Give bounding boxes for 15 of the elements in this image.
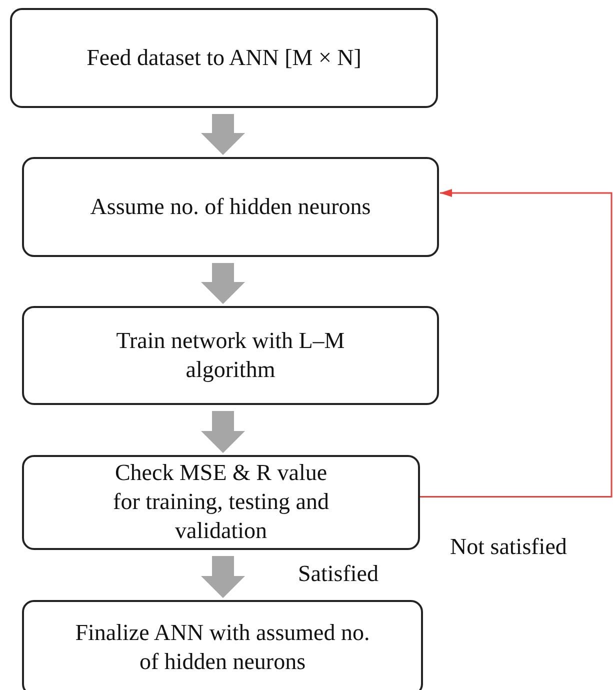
block-arrow [201, 411, 245, 453]
process-box [22, 306, 439, 405]
feedback-arrow [420, 189, 612, 498]
box-text: Assume no. of hidden neurons [90, 192, 371, 221]
box-text: Finalize ANN with assumed no. of hidden neurons [74, 619, 371, 676]
block-arrow [201, 556, 245, 598]
process-box [22, 455, 420, 550]
process-box [22, 600, 423, 690]
block-arrow [201, 114, 245, 155]
block-arrow [201, 263, 245, 304]
process-box [10, 8, 438, 108]
box-text: Feed dataset to ANN [M × N] [86, 44, 362, 72]
box-text: Check MSE & R value for training, testing and validation [112, 459, 330, 545]
process-box [22, 157, 439, 257]
box-text: Train network with L–M algorithm [115, 326, 346, 384]
